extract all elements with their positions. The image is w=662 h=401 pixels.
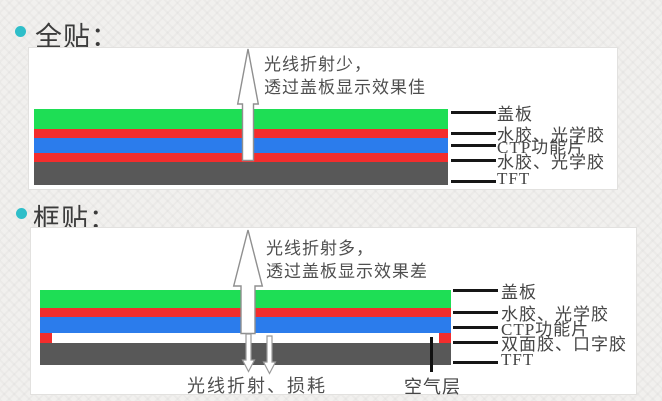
layer-label-cover: 盖板 — [497, 105, 533, 124]
layer-label-glue-bottom: 水胶、光学胶 — [497, 153, 605, 172]
layer-label-cover: 盖板 — [501, 283, 537, 302]
full-lamination-diagram: 光线折射少， 透过盖板显示效果佳 盖板 水胶、光学胶 CTP功能片 水胶、光学胶… — [28, 47, 618, 190]
layer-label-ctp: CTP功能片 — [497, 138, 586, 157]
down-arrow-icon — [262, 335, 277, 375]
layer-frame-adhesive-right — [439, 333, 451, 343]
callout-line — [453, 289, 498, 292]
layer-label-glue-top: 水胶、光学胶 — [497, 126, 605, 145]
layer-label-tft: TFT — [501, 350, 535, 369]
callout-line — [453, 311, 498, 314]
layer-label-ctp: CTP功能片 — [501, 320, 590, 339]
callout-line — [453, 341, 498, 344]
layer-optical-glue-top — [34, 129, 448, 138]
layer-label-tft: TFT — [497, 169, 531, 188]
bullet-icon — [15, 26, 26, 37]
callout-line — [451, 159, 496, 162]
layer-optical-glue-bottom — [34, 153, 448, 162]
callout-line — [451, 144, 496, 147]
arrow-note-line1: 光线折射多， — [266, 239, 374, 258]
frame-lamination-diagram: 光线折射多， 透过盖板显示效果差 盖板 水胶、光学胶 CTP功能片 双面胶、口字… — [30, 227, 637, 397]
callout-line — [453, 361, 498, 364]
arrow-note-line2: 透过盖板显示效果佳 — [264, 78, 426, 97]
layer-stack — [34, 109, 448, 185]
callout-line — [451, 180, 496, 183]
callout-line — [453, 326, 498, 329]
layer-frame-adhesive-left — [40, 333, 52, 343]
layer-ctp-sensor — [34, 138, 448, 153]
down-arrow-icon — [241, 333, 256, 373]
layer-cover-glass — [34, 109, 448, 129]
up-arrow-icon — [232, 229, 264, 335]
air-gap-callout-line — [430, 337, 433, 372]
up-arrow-icon — [236, 48, 260, 162]
bullet-icon — [16, 208, 27, 219]
arrow-note-line1: 光线折射少， — [264, 55, 372, 74]
callout-line — [451, 111, 496, 114]
loss-note: 光线折射、损耗 — [187, 376, 327, 396]
arrow-note-line2: 透过盖板显示效果差 — [266, 262, 428, 281]
layer-tft — [34, 162, 448, 185]
air-gap-label: 空气层 — [404, 377, 461, 397]
layer-label-glue-top: 水胶、光学胶 — [501, 305, 609, 324]
callout-line — [451, 132, 496, 135]
layer-label-frame-adhesive: 双面胶、口字胶 — [501, 335, 627, 354]
